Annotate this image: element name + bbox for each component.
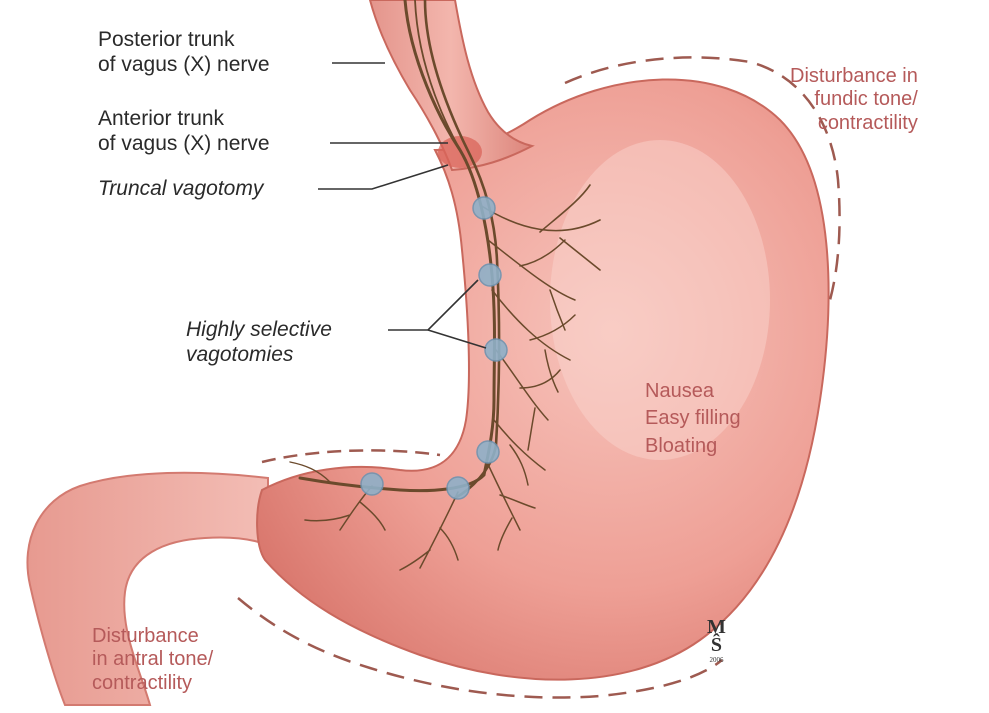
fundic-disturbance-label: Disturbance in fundic tone/ contractilit… bbox=[790, 65, 918, 135]
symptoms-label: Nausea Easy filling Bloating bbox=[645, 380, 741, 458]
highly-selective-vagotomies-label: Highly selective vagotomies bbox=[186, 318, 332, 367]
artist-signature: M Ŝ 2006 bbox=[707, 618, 726, 663]
lesser-curve-dashed-outline bbox=[262, 450, 440, 462]
anterior-trunk-label: Anterior trunk of vagus (X) nerve bbox=[98, 107, 270, 156]
posterior-trunk-label: Posterior trunk of vagus (X) nerve bbox=[98, 28, 270, 77]
truncal-vagotomy-label: Truncal vagotomy bbox=[98, 177, 263, 202]
antral-disturbance-label: Disturbance in antral tone/ contractilit… bbox=[92, 625, 213, 695]
